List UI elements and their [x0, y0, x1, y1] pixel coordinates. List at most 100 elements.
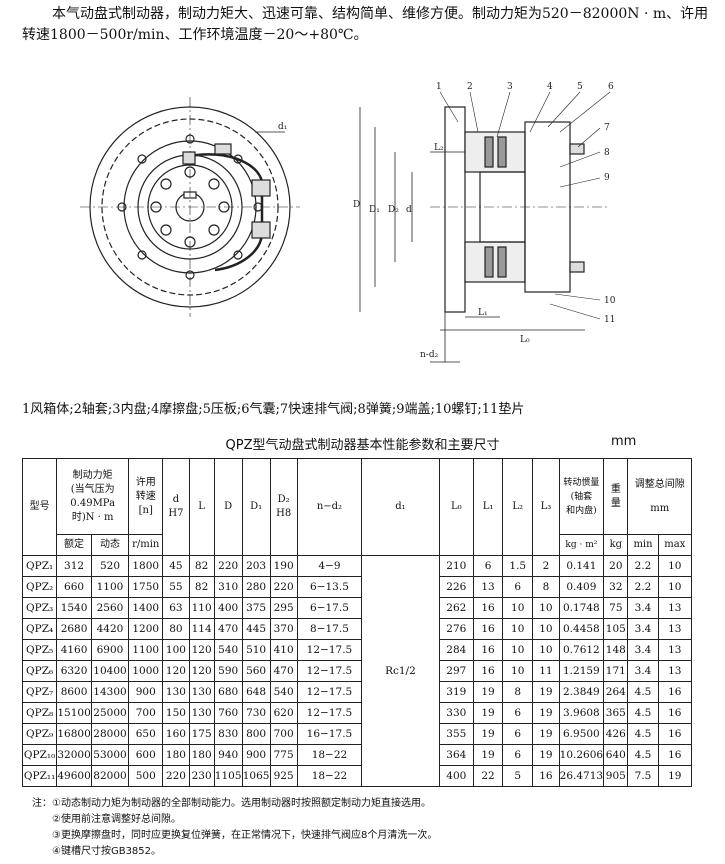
table-cell: QPZ₈: [21, 702, 58, 724]
table-cell: 319: [438, 681, 474, 703]
th-weight: 重 量: [603, 458, 629, 535]
th-gap: 调整总间隙 mm: [627, 458, 692, 535]
table-cell: 82000: [90, 765, 130, 787]
callout-8: 8: [604, 148, 610, 158]
table-cell: 220: [162, 765, 190, 787]
th-d: d H7: [162, 458, 190, 556]
table-cell: 8−17.5: [296, 618, 363, 640]
table-cell: 10: [502, 660, 534, 682]
table-cell: 1000: [128, 660, 164, 682]
table-cell: 160: [162, 723, 190, 745]
table-cell: 13: [657, 618, 693, 640]
table-cell: 55: [162, 576, 190, 598]
table-cell: 262: [438, 597, 474, 619]
table-cell: 4160: [56, 639, 92, 661]
table-cell: QPZ₁₀: [21, 744, 58, 766]
table-cell: 905: [603, 765, 629, 787]
callout-7: 7: [604, 123, 610, 133]
th-gap-max: max: [657, 534, 693, 556]
table-cell: 900: [128, 681, 164, 703]
table-cell: 4.5: [627, 744, 659, 766]
table-cell: 75: [603, 597, 629, 619]
callout-11: 11: [604, 315, 615, 325]
callout-3: 3: [507, 82, 513, 92]
table-cell: 2560: [90, 597, 130, 619]
table-cell: 312: [56, 555, 92, 577]
table-cell: 10: [502, 618, 534, 640]
table-cell: 13: [657, 597, 693, 619]
table-cell: 6320: [56, 660, 92, 682]
table-cell: 620: [269, 702, 298, 724]
label-d: d: [406, 205, 412, 215]
table-cell: 130: [188, 681, 215, 703]
table-cell: 660: [56, 576, 92, 598]
table-cell: 6: [502, 702, 534, 724]
table-cell: 16800: [56, 723, 92, 745]
table-cell: 5: [502, 765, 534, 787]
table-cell: 470: [213, 618, 243, 640]
table-cell: 10: [532, 618, 560, 640]
table-cell: 830: [213, 723, 243, 745]
table-cell: 3.4: [627, 618, 659, 640]
table-cell: 375: [241, 597, 271, 619]
table-cell: 19: [472, 702, 504, 724]
table-cell: 175: [188, 723, 215, 745]
table-cell: 400: [438, 765, 474, 787]
table-cell: 120: [162, 660, 190, 682]
spec-table: 型号 制动力矩 (当气压为 0.49MPa 时)N · m 许用 转速 [n] …: [21, 458, 693, 787]
brake-drawing: d₁ 1 2: [80, 82, 616, 363]
table-cell: 500: [128, 765, 164, 787]
th-D: D: [213, 458, 243, 556]
table-cell: 410: [269, 639, 298, 661]
table-cell: QPZ₄: [21, 618, 58, 640]
table-cell: 2: [532, 555, 560, 577]
label-D: D: [353, 200, 360, 210]
table-cell: 16: [472, 660, 504, 682]
th-inertia: 转动惯量 (轴套 和内盘): [558, 458, 605, 535]
table-cell: 230: [188, 765, 215, 787]
th-rated: 额定: [56, 534, 92, 556]
table-cell: 1200: [128, 618, 164, 640]
notes: 注：①动态制动力矩为制动器的全部制动能力。选用制动器时按照额定制动力矩直接选用。…: [32, 796, 437, 860]
table-cell: 19: [532, 702, 560, 724]
table-cell: 1.5: [502, 555, 534, 577]
table-cell: 19: [472, 681, 504, 703]
table-cell: 130: [162, 681, 190, 703]
callout-10: 10: [604, 296, 616, 306]
table-cell: 13: [472, 576, 504, 598]
note-2: ②使用前注意调整好总间隙。: [52, 814, 181, 825]
table-cell: 700: [269, 723, 298, 745]
table-cell: 25000: [90, 702, 130, 724]
table-cell: 130: [188, 702, 215, 724]
th-gap-min: min: [627, 534, 659, 556]
table-cell: 940: [213, 744, 243, 766]
callout-1: 1: [436, 82, 442, 92]
section-view: [359, 91, 611, 363]
table-cell: 6: [502, 723, 534, 745]
callout-9: 9: [604, 173, 610, 183]
table-cell: 8600: [56, 681, 92, 703]
table-cell: QPZ₇: [21, 681, 58, 703]
table-cell: QPZ₂: [21, 576, 58, 598]
table-cell: 6.9500: [558, 723, 605, 745]
table-cell: 0.141: [558, 555, 605, 577]
table-cell: 190: [269, 555, 298, 577]
table-cell: 8: [532, 576, 560, 598]
table-cell: 12−17.5: [296, 681, 363, 703]
table-cell: QPZ₆: [21, 660, 58, 682]
table-cell: 4.5: [627, 702, 659, 724]
th-D1: D₁: [241, 458, 271, 556]
table-cell: 32: [603, 576, 629, 598]
th-L1: L₁: [472, 458, 504, 556]
table-cell: 12−17.5: [296, 660, 363, 682]
label-D1: D₁: [369, 205, 380, 215]
table-cell: 63: [162, 597, 190, 619]
table-cell: 19: [532, 723, 560, 745]
table-cell: 760: [213, 702, 243, 724]
table-cell: 100: [162, 639, 190, 661]
